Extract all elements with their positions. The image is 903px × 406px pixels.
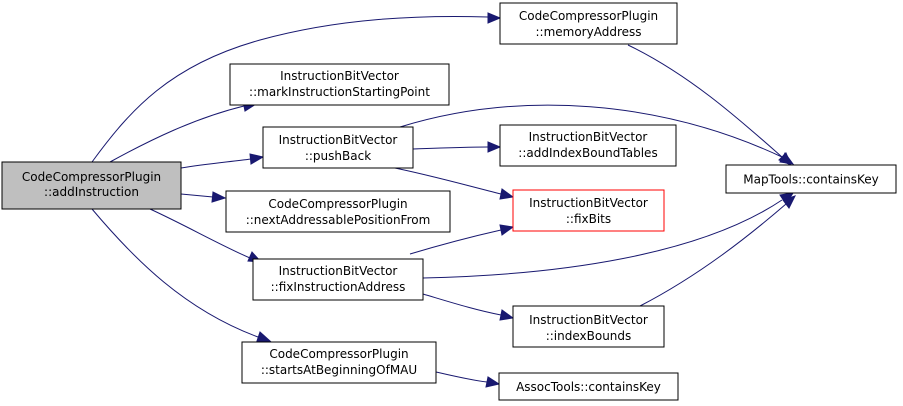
node-box xyxy=(225,190,451,233)
node-box xyxy=(725,164,897,194)
edge-fixInstructionAddress-to-fixBits xyxy=(409,224,515,255)
node-label-line2: ::addIndexBoundTables xyxy=(518,146,657,160)
node-addInstruction[interactable]: CodeCompressorPlugin ::addInstruction xyxy=(1,161,182,210)
node-label-line1: CodeCompressorPlugin xyxy=(519,9,658,23)
node-memoryAddress[interactable]: CodeCompressorPlugin ::memoryAddress xyxy=(499,2,678,45)
node-label-line1: CodeCompressorPlugin xyxy=(269,347,408,361)
node-box xyxy=(241,341,437,384)
node-label-line1: InstructionBitVector xyxy=(280,69,399,83)
node-mapToolsContainsKey[interactable]: MapTools::containsKey xyxy=(725,164,897,194)
edge-root-to-pushBack xyxy=(180,153,265,169)
edge-startsAtBeginningOfMAU-to-assocContainsKey xyxy=(435,371,501,388)
node-assocToolsContainsKey[interactable]: AssocTools::containsKey xyxy=(498,372,679,401)
edge-fixInstructionAddress-to-indexBounds xyxy=(422,293,515,321)
node-box xyxy=(512,189,665,232)
edge-pushBack-to-fixBits xyxy=(389,166,515,200)
node-label-line2: ::fixBits xyxy=(566,212,611,226)
edge-root-to-startsAtBeginningOfMAU xyxy=(91,208,272,342)
edge-pushBack-to-addIndexBoundTables xyxy=(412,141,502,153)
node-addIndexBoundTables[interactable]: InstructionBitVector ::addIndexBoundTabl… xyxy=(499,124,677,167)
node-box xyxy=(229,63,450,106)
node-label-line1: InstructionBitVector xyxy=(529,130,648,144)
node-box xyxy=(499,2,678,45)
node-box xyxy=(498,372,679,401)
node-indexBounds[interactable]: InstructionBitVector ::indexBounds xyxy=(512,305,665,348)
edge-indexBounds-to-mapContainsKey xyxy=(639,195,796,307)
node-label-line1: InstructionBitVector xyxy=(529,313,648,327)
node-fixInstructionAddress[interactable]: InstructionBitVector ::fixInstructionAdd… xyxy=(252,258,424,301)
node-markInstructionStartingPoint[interactable]: InstructionBitVector ::markInstructionSt… xyxy=(229,63,450,106)
edge-root-to-memoryAddress xyxy=(91,12,502,163)
node-label-line1: CodeCompressorPlugin xyxy=(268,197,407,211)
node-box xyxy=(499,124,677,167)
node-box xyxy=(512,305,665,348)
node-box xyxy=(252,258,424,301)
node-label-line1: CodeCompressorPlugin xyxy=(22,170,161,184)
node-label-line2: ::markInstructionStartingPoint xyxy=(249,85,430,99)
edge-root-to-markInstructionStartingPoint xyxy=(109,100,258,163)
node-label-line2: ::startsAtBeginningOfMAU xyxy=(261,363,417,377)
node-label-line2: ::nextAddressablePositionFrom xyxy=(246,213,431,227)
node-nextAddressablePositionFrom[interactable]: CodeCompressorPlugin ::nextAddressablePo… xyxy=(225,190,451,233)
node-pushBack[interactable]: InstructionBitVector ::pushBack xyxy=(262,126,414,169)
node-startsAtBeginningOfMAU[interactable]: CodeCompressorPlugin ::startsAtBeginning… xyxy=(241,341,437,384)
node-fixBits[interactable]: InstructionBitVector ::fixBits xyxy=(512,189,665,232)
node-label-line1: AssocTools::containsKey xyxy=(516,380,661,394)
node-label-line1: InstructionBitVector xyxy=(279,264,398,278)
edge-pushBack-to-mapContainsKey xyxy=(399,104,795,165)
node-label-line2: ::fixInstructionAddress xyxy=(271,280,406,294)
node-label-line1: InstructionBitVector xyxy=(279,133,398,147)
node-label-line2: ::addInstruction xyxy=(44,185,139,199)
node-label-line2: ::pushBack xyxy=(305,149,371,163)
node-box xyxy=(262,126,414,169)
node-label-line1: MapTools::containsKey xyxy=(743,173,879,187)
node-label-line1: InstructionBitVector xyxy=(529,196,648,210)
node-box xyxy=(1,161,182,210)
node-label-line2: ::indexBounds xyxy=(546,329,632,343)
node-label-line2: ::memoryAddress xyxy=(535,25,641,39)
edge-root-to-nextAddressablePositionFrom xyxy=(180,191,227,203)
